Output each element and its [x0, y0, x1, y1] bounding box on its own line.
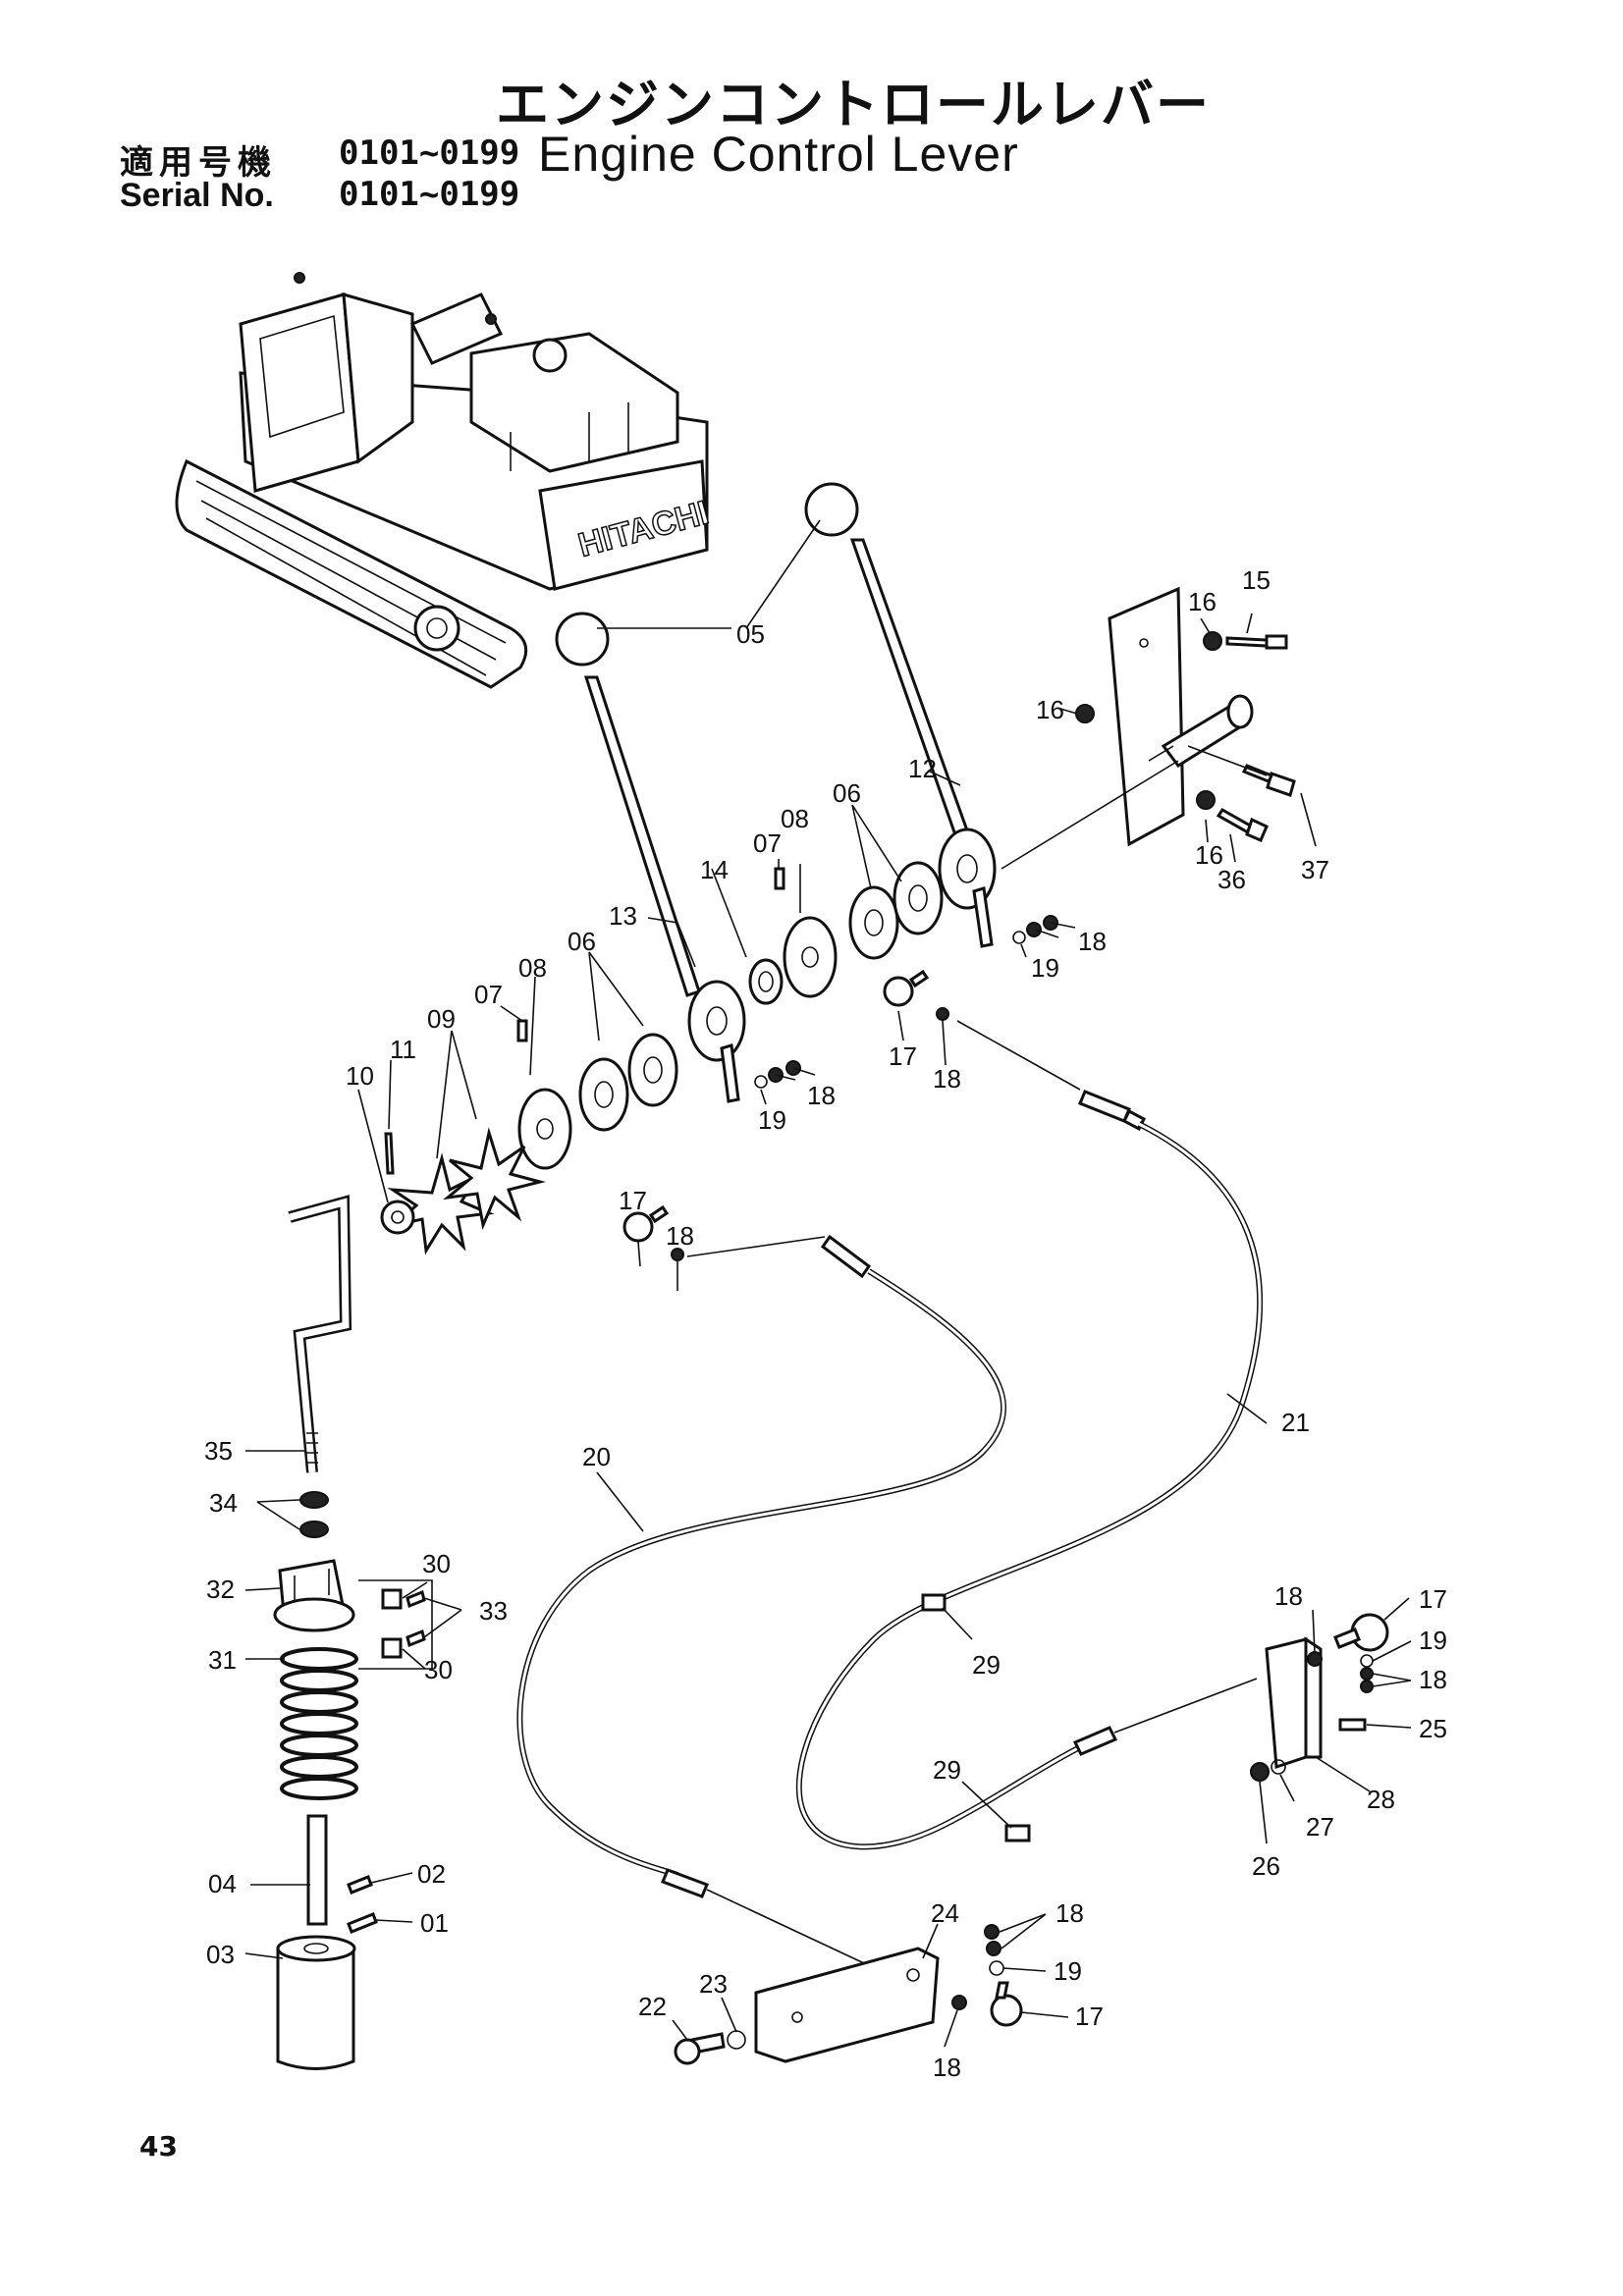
callout-26: 26: [1252, 1851, 1280, 1881]
callout-17-bottom: 17: [1075, 2002, 1104, 2031]
callout-23: 23: [699, 1969, 728, 1999]
callout-18-right-pair: 18: [1419, 1665, 1447, 1694]
knob-right: [804, 482, 859, 537]
callout-25: 25: [1419, 1714, 1447, 1743]
callout-04: 04: [208, 1869, 237, 1898]
serial-japanese-range: 0101~0199: [339, 133, 520, 173]
spring-coils: [280, 1647, 358, 1800]
callout-27: 27: [1306, 1812, 1334, 1842]
callout-29-upper: 29: [972, 1650, 1001, 1680]
callout-08-left: 08: [518, 953, 547, 983]
callout-14: 14: [700, 855, 729, 884]
callout-18-bottom: 18: [933, 2053, 961, 2082]
bracket-bottom: [674, 1924, 1023, 2065]
lever-assembly: [555, 482, 997, 1103]
callout-36: 36: [1217, 865, 1246, 894]
callout-17-upper: 17: [889, 1041, 917, 1071]
callout-33: 33: [479, 1596, 508, 1626]
callout-07-left: 07: [474, 980, 503, 1009]
lever-13: [583, 675, 701, 997]
callout-20: 20: [582, 1442, 611, 1471]
callout-numbers: 05 16 15 16 12 16 36 37 06 08 07 14 13 0…: [204, 565, 1447, 2082]
callout-18-upper-cable: 18: [933, 1064, 961, 1094]
cable-fittings: [622, 915, 1058, 1261]
callout-30-top: 30: [422, 1549, 451, 1578]
callout-35: 35: [204, 1436, 233, 1466]
callout-06-right: 06: [833, 778, 861, 808]
callout-19-bottom: 19: [1054, 1956, 1082, 1986]
callout-32: 32: [206, 1575, 235, 1604]
callout-31: 31: [208, 1645, 237, 1675]
callout-19-right: 19: [1419, 1626, 1447, 1655]
callout-07-right: 07: [753, 828, 782, 858]
callout-19-lower: 19: [758, 1105, 786, 1135]
callout-02: 02: [417, 1859, 446, 1889]
callout-18-bottom-pair: 18: [1055, 1898, 1084, 1928]
knob-left: [555, 612, 610, 667]
serial-english-range: 0101~0199: [339, 175, 520, 214]
callout-19-upper: 19: [1031, 953, 1059, 983]
lever-12: [849, 538, 974, 851]
page-number: 43: [139, 2130, 178, 2163]
callout-34: 34: [209, 1488, 238, 1518]
spring-assembly: [273, 1195, 433, 2070]
callout-18-upper: 18: [1078, 927, 1107, 956]
leader-lines: [244, 519, 1412, 2048]
callout-28: 28: [1367, 1785, 1395, 1814]
callout-22: 22: [638, 1992, 667, 2021]
callout-13: 13: [609, 901, 637, 931]
callout-16-bottom: 16: [1195, 840, 1223, 870]
callout-12: 12: [908, 754, 937, 783]
callout-03: 03: [206, 1940, 235, 1969]
callout-18-lower-cable: 18: [666, 1221, 694, 1251]
callout-10: 10: [346, 1061, 374, 1091]
bracket-right: [1250, 1613, 1389, 1782]
hub-lever-13: [687, 980, 746, 1062]
callout-16-top: 16: [1188, 587, 1217, 616]
excavator-illustration: HITACHI: [175, 272, 713, 689]
callout-30-bottom: 30: [424, 1655, 453, 1684]
callout-18-lower: 18: [807, 1081, 836, 1110]
callout-17-lower: 17: [619, 1186, 647, 1215]
callout-05: 05: [736, 619, 765, 649]
callout-21: 21: [1281, 1408, 1310, 1437]
callout-15: 15: [1242, 565, 1271, 595]
control-cables: [516, 1020, 1264, 1964]
friction-discs: [380, 861, 944, 1255]
serial-english-label: Serial No.: [120, 177, 274, 214]
callout-29-lower: 29: [933, 1755, 961, 1785]
callout-24: 24: [931, 1898, 959, 1928]
callout-16-left: 16: [1036, 695, 1064, 724]
title-english: Engine Control Lever: [538, 127, 1019, 182]
callout-37: 37: [1301, 855, 1329, 884]
mounting-bracket: [1001, 586, 1296, 870]
title-japanese: エンジンコントロールレバー: [496, 74, 1211, 135]
callout-17-right: 17: [1419, 1584, 1447, 1614]
callout-06-left: 06: [568, 927, 596, 956]
callout-01: 01: [420, 1908, 449, 1938]
callout-09: 09: [427, 1004, 456, 1034]
callout-08-right: 08: [781, 804, 809, 833]
callout-11: 11: [390, 1035, 416, 1064]
callout-18-right: 18: [1274, 1581, 1303, 1611]
serial-japanese-label: 適用号機: [120, 143, 277, 183]
